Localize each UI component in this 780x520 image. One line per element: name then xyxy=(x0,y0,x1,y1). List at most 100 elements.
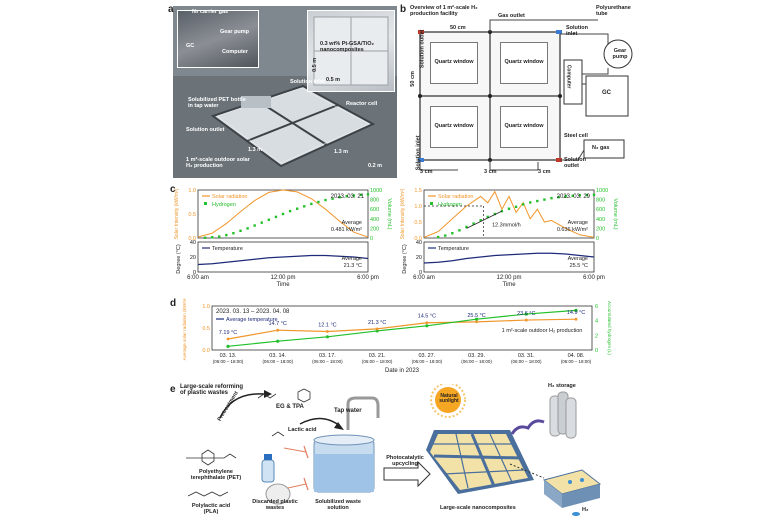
d-solar-point-0 xyxy=(226,337,230,341)
nanocomposites-label: Large-scale nanocomposites xyxy=(440,505,516,511)
d-legend-text: Average temperature xyxy=(226,317,278,323)
h2-ytick-2: 400 xyxy=(370,217,379,223)
legend-temp-text: Temperature xyxy=(212,246,243,252)
reforming-heading: Large-scale reforming of plastic wastes xyxy=(180,384,244,397)
h2-ytick-0: 0 xyxy=(596,236,599,242)
d-h2-ytick-2: 4 xyxy=(595,319,598,325)
scale-02m: 0.2 m xyxy=(368,163,383,169)
hydrogen-point-21 xyxy=(352,194,356,197)
gas-outlet-label: Gas outlet xyxy=(498,13,525,19)
solar-ytick-1: 0.5 xyxy=(414,220,422,226)
d-date-range: 2023. 03. 13 – 2023. 04. 08 xyxy=(216,309,290,315)
lower-plot-frame xyxy=(197,241,369,273)
h2-ytick-1: 200 xyxy=(596,226,605,232)
hydrogen-point-1 xyxy=(210,236,214,239)
rate-slope-line xyxy=(466,210,503,229)
hydrogen-point-6 xyxy=(479,219,482,222)
avg-solar-value: 0.636 kW/m² xyxy=(557,227,588,233)
panel-c-letter: c xyxy=(170,184,176,195)
time-xtick-0: 6:00 am xyxy=(413,275,435,281)
avg-solar-value: 0.481 kW/m² xyxy=(331,227,362,233)
schematic-gc-label: GC xyxy=(602,90,611,96)
d-temp-label-4: 14.5 °C xyxy=(418,314,436,320)
h2-ylabel: Volume (mL) xyxy=(386,198,392,229)
lactic-acid-label: Lactic acid xyxy=(288,427,317,433)
inset-grid xyxy=(313,16,389,86)
schematic-gear-pump-label: Gear pump xyxy=(612,48,628,60)
d-xtick-1: 03. 14. xyxy=(269,353,286,359)
tap-water-label: Tap water xyxy=(334,408,362,414)
caption-label: 1 m²-scale outdoor solar H₂ production xyxy=(186,157,250,169)
dim-3cm-2: 3 cm xyxy=(484,169,497,175)
d-h2-point-6 xyxy=(524,312,528,316)
d-h2-ytick-1: 2 xyxy=(595,333,598,339)
hydrogen-point-2 xyxy=(451,232,454,235)
avg-solar-label: Average xyxy=(342,220,362,226)
d-h2-ylabel: Accumulated hydrogen (L) xyxy=(607,301,612,355)
d-xtick-6: 03. 31. xyxy=(518,353,535,359)
hydrogen-point-3 xyxy=(225,233,228,237)
d-xtick-sub-0: (06:00 – 18:00) xyxy=(213,359,244,364)
solar-series-line xyxy=(423,190,595,238)
h2-ytick-2: 400 xyxy=(596,217,605,223)
h2-ytick-5: 1000 xyxy=(370,188,382,194)
carrier-gas-label: N₂ carrier gas xyxy=(192,9,229,15)
steel-cell-label: Steel cell xyxy=(564,133,588,139)
hydrogen-point-15 xyxy=(310,202,313,206)
h2-ytick-4: 800 xyxy=(596,198,605,204)
solar-ytick-1: 0.5 xyxy=(188,212,196,218)
d-temp-label-7: 14.9 °C xyxy=(567,310,585,316)
hydrogen-point-14 xyxy=(303,205,306,208)
d-solar-point-3 xyxy=(375,327,379,331)
hydrogen-point-22 xyxy=(359,193,363,196)
gc-label: GC xyxy=(186,43,195,49)
temp-ylabel: Degree (°C) xyxy=(176,244,182,274)
hydrogen-point-0 xyxy=(436,235,440,239)
legend-h2-swatch xyxy=(204,202,207,205)
solar-ytick-2: 1.0 xyxy=(414,204,422,210)
time-xtick-2: 6:00 pm xyxy=(583,275,605,281)
hydrogen-point-8 xyxy=(493,212,497,216)
hydrogen-point-3 xyxy=(458,229,461,232)
gear-pump-label: Gear pump xyxy=(220,29,250,35)
hydrogen-point-18 xyxy=(331,197,334,200)
hydrogen-point-19 xyxy=(571,194,574,197)
hydrogen-point-4 xyxy=(465,225,468,229)
hydrogen-point-9 xyxy=(500,209,504,213)
hydrogen-point-14 xyxy=(536,199,539,203)
d-solar-ytick-0: 0.0 xyxy=(202,348,210,354)
avg-temp-label: Average xyxy=(342,256,362,262)
hydrogen-point-0 xyxy=(203,236,207,239)
reforming-illustration xyxy=(186,384,602,516)
hydrogen-point-5 xyxy=(472,222,475,225)
d-h2-point-5 xyxy=(474,317,479,321)
chart-date: 2023. 03. 21 xyxy=(331,194,365,200)
hydrogen-point-1 xyxy=(444,234,447,237)
hydrogen-point-17 xyxy=(324,198,327,202)
dim-3cm-3: 3 cm xyxy=(538,169,551,175)
avg-solar-label: Average xyxy=(568,220,588,226)
d-solar-point-7 xyxy=(574,317,578,321)
time-xtick-1: 12:00 pm xyxy=(496,275,521,281)
d-solar-ytick-1: 0.5 xyxy=(202,326,210,332)
quartz-window-1: Quartz window xyxy=(430,42,478,84)
eg-tpa-label: EG & TPA xyxy=(276,404,304,410)
reactor-cell-label: Reactor cell xyxy=(346,101,378,107)
d-xtick-sub-5: (06:00 – 18:00) xyxy=(461,359,492,364)
h2-ylabel: Volume (mL) xyxy=(612,198,618,229)
d-xtick-5: 03. 29. xyxy=(468,353,485,359)
solar-ytick-2: 1.0 xyxy=(188,188,196,194)
hydrogen-point-17 xyxy=(557,196,560,199)
legend-temp-text: Temperature xyxy=(438,246,469,252)
hydrogen-point-7 xyxy=(486,215,489,219)
h2-label: H₂ xyxy=(582,507,589,513)
h2-ytick-5: 1000 xyxy=(596,188,608,194)
solution-outlet-right-label: Solution outlet xyxy=(564,157,586,169)
panel-a-photo xyxy=(173,6,397,178)
solar-series-line xyxy=(197,189,369,238)
solution-inlet-left-label: Solution inlet xyxy=(415,135,422,171)
temperature-series-line xyxy=(423,252,595,264)
panel-d-letter: d xyxy=(170,298,177,309)
d-temp-label-6: 23.6 °C xyxy=(517,311,535,317)
avg-temp-value: 25.5 °C xyxy=(570,263,588,269)
